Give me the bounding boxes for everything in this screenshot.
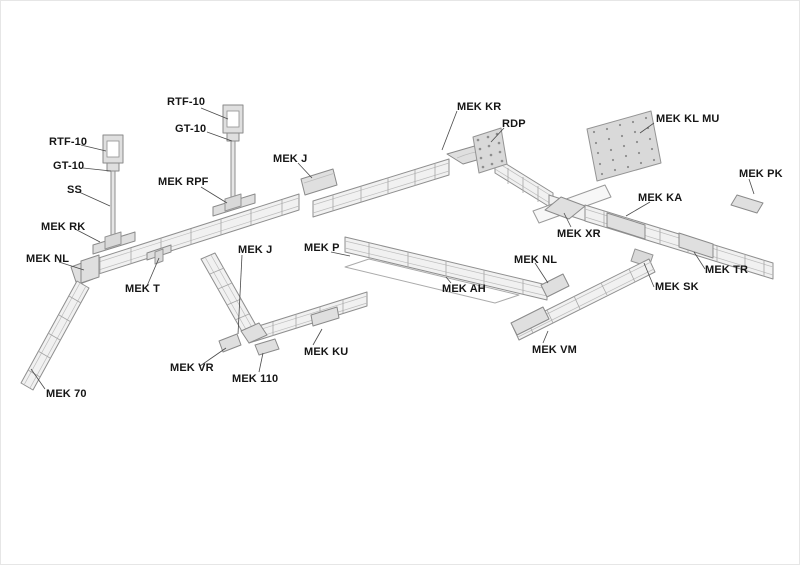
hanger-right	[212, 104, 256, 217]
mek-j-sleeve-top	[300, 168, 338, 196]
part-label-mek-j-top: MEK J	[273, 153, 308, 165]
part-label-mek-pk: MEK PK	[739, 168, 783, 180]
top-run-left	[312, 158, 450, 218]
mek-vm-end	[510, 306, 550, 336]
part-label-mek-kr: MEK KR	[457, 101, 502, 113]
part-label-mek-p: MEK P	[304, 242, 340, 254]
part-label-mek-vr: MEK VR	[170, 362, 214, 374]
part-label-rdp: RDP	[502, 118, 526, 130]
right-branch-tray	[510, 258, 656, 341]
mek-kl-mu-plate	[586, 110, 662, 182]
part-label-mek-vm: MEK VM	[532, 344, 577, 356]
left-tray-run	[70, 193, 300, 286]
part-label-rtf-10-upper: RTF-10	[167, 96, 206, 108]
mek-p-tray	[344, 236, 548, 301]
mek-vr-piece	[218, 333, 242, 353]
part-label-mek-kl-mu: MEK KL MU	[656, 113, 720, 125]
rdp-plate	[472, 127, 508, 174]
part-label-mek-t: MEK T	[125, 283, 160, 295]
part-label-mek-ka: MEK KA	[638, 192, 683, 204]
part-label-ss: SS	[67, 184, 82, 196]
part-label-mek-rpf: MEK RPF	[158, 176, 209, 188]
part-label-mek-70: MEK 70	[46, 388, 87, 400]
part-label-mek-sk: MEK SK	[655, 281, 699, 293]
mek-ku-coupler	[310, 306, 340, 327]
rail-clamp-right	[224, 193, 242, 212]
mek-70-tray	[20, 280, 90, 391]
mek-110-piece	[254, 338, 280, 356]
v-vertex-bend	[240, 322, 268, 344]
part-label-mek-rk: MEK RK	[41, 221, 86, 233]
mek-pk-cover	[730, 194, 764, 214]
part-label-mek-xr: MEK XR	[557, 228, 601, 240]
mek-nl-coupler-right	[540, 273, 570, 298]
part-label-gt-10-left: GT-10	[53, 160, 85, 172]
v-assembly	[200, 252, 368, 356]
part-label-mek-j-bottom: MEK J	[238, 244, 273, 256]
leader-lines	[30, 107, 755, 390]
mek-ka-piece	[606, 212, 646, 240]
part-label-mek-ku: MEK KU	[304, 346, 349, 358]
mek-t-bracket	[146, 244, 172, 265]
part-label-mek-110: MEK 110	[232, 373, 279, 385]
mek-ah-plate	[344, 258, 520, 304]
part-label-mek-tr: MEK TR	[705, 264, 749, 276]
part-label-mek-nl-right: MEK NL	[514, 254, 558, 266]
rail-clamp-left	[104, 231, 122, 250]
part-label-gt-10-upper: GT-10	[175, 123, 207, 135]
part-label-mek-nl-left: MEK NL	[26, 253, 70, 265]
part-label-rtf-10-left: RTF-10	[49, 136, 88, 148]
part-label-mek-ah: MEK AH	[442, 283, 486, 295]
hanger-left	[92, 134, 136, 255]
mek-xr-cross	[532, 184, 612, 224]
mek-tr-piece	[678, 232, 714, 259]
